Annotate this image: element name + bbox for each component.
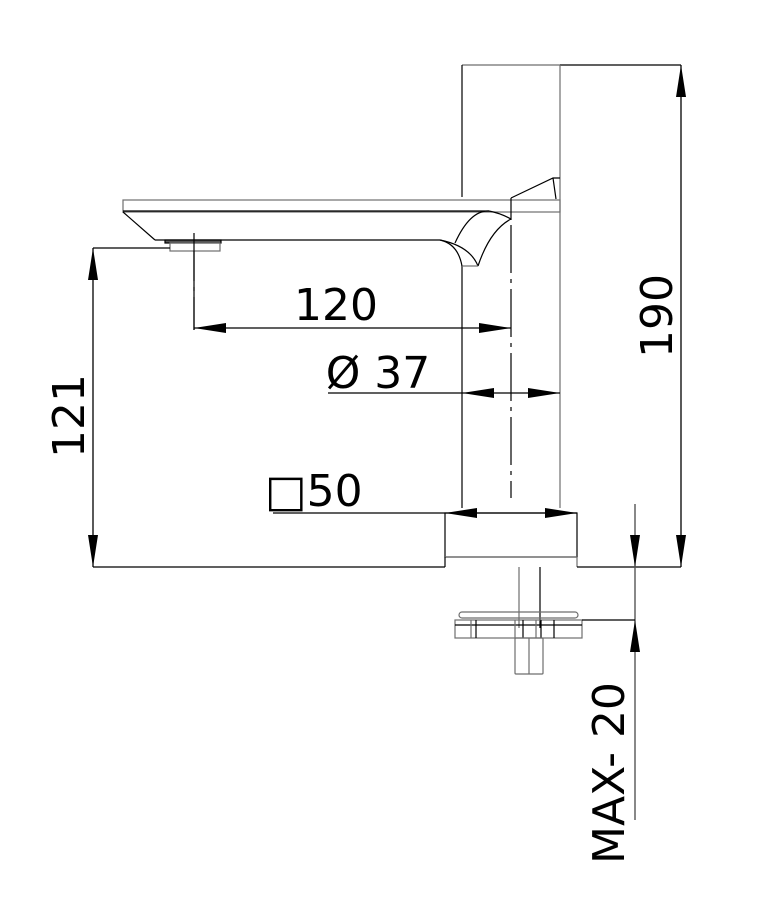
dimension-body-diameter: Ø 37 xyxy=(326,348,560,399)
dimension-spout-reach: 120 xyxy=(193,251,511,333)
dimension-label-120: 120 xyxy=(294,280,378,331)
dimension-label-max-20: MAX- 20 xyxy=(584,682,635,864)
faucet-spout xyxy=(122,198,561,267)
dimension-spout-height: 121 xyxy=(44,247,170,567)
mounting-shank xyxy=(454,567,583,675)
dimension-label-190: 190 xyxy=(632,274,683,358)
dimension-label-121: 121 xyxy=(44,374,95,458)
dimension-total-height: 190 xyxy=(632,65,686,567)
dimension-label-diameter-37: Ø 37 xyxy=(326,348,431,399)
dimension-base-square: □50 xyxy=(265,466,577,518)
dimension-label-square-50: □50 xyxy=(265,466,363,517)
faucet-body xyxy=(461,64,681,508)
faucet-base xyxy=(444,512,578,567)
dimension-max-deck-thickness: MAX- 20 xyxy=(582,504,640,864)
